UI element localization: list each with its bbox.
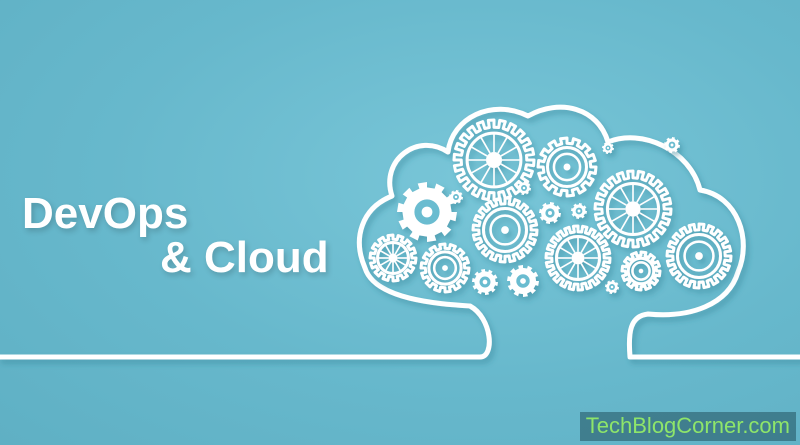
gear-icon bbox=[368, 233, 418, 283]
gear-icon bbox=[539, 202, 561, 224]
gear-icon bbox=[507, 265, 539, 297]
gear-icon bbox=[664, 137, 680, 153]
cloud-outline-icon bbox=[0, 104, 800, 360]
gear-icon bbox=[419, 242, 471, 294]
gear-icon bbox=[602, 142, 614, 154]
gear-icon bbox=[517, 181, 531, 195]
gear-icon bbox=[397, 182, 457, 242]
gear-icon bbox=[593, 169, 673, 249]
gear-icon bbox=[452, 118, 536, 202]
gear-icon bbox=[544, 224, 612, 292]
gear-icon bbox=[472, 269, 498, 295]
gear-icon bbox=[665, 222, 733, 290]
headline-devops: DevOps bbox=[22, 189, 189, 238]
gear-icon bbox=[449, 190, 463, 204]
watermark: TechBlogCorner.com bbox=[579, 412, 796, 441]
gear-icon bbox=[605, 280, 619, 294]
gear-icon bbox=[620, 250, 662, 292]
gear-icon bbox=[571, 203, 587, 219]
headline-cloud: & Cloud bbox=[160, 233, 329, 282]
gear-icon bbox=[471, 196, 539, 264]
gear-icon bbox=[536, 136, 598, 198]
